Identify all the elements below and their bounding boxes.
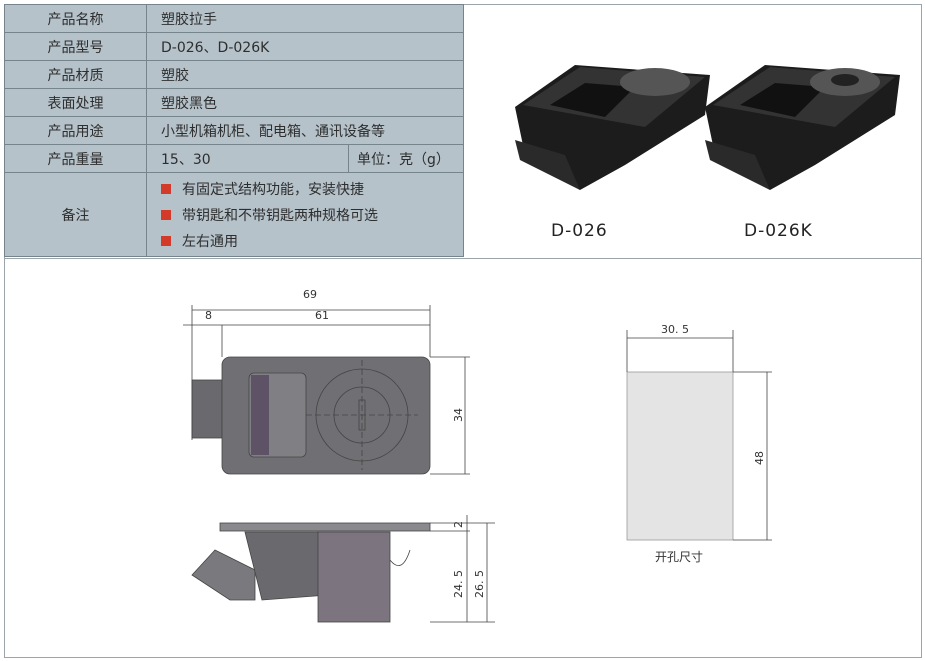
dim-total-depth: 26. 5 bbox=[473, 570, 486, 598]
cutout-caption: 开孔尺寸 bbox=[655, 550, 703, 564]
dim-body: 61 bbox=[315, 309, 329, 322]
spec-key: 产品重量 bbox=[4, 144, 147, 173]
flange-shape bbox=[191, 379, 223, 439]
spec-key: 产品材质 bbox=[4, 60, 147, 89]
dim-depth: 24. 5 bbox=[452, 570, 465, 598]
dim-plate: 2 bbox=[452, 521, 465, 528]
note-text: 有固定式结构功能，安装快捷 bbox=[182, 181, 364, 198]
table-row: 产品材质塑胶 bbox=[4, 60, 464, 89]
spec-key: 产品用途 bbox=[4, 116, 147, 145]
cutout-shape bbox=[626, 371, 734, 541]
spec-value: 塑胶拉手 bbox=[146, 4, 464, 33]
spec-value: 塑胶 bbox=[146, 60, 464, 89]
table-row: 产品用途小型机箱机柜、配电箱、通讯设备等 bbox=[4, 116, 464, 145]
note-text: 左右通用 bbox=[182, 233, 238, 250]
dim-flange: 8 bbox=[205, 309, 212, 322]
product-image-d026k bbox=[705, 65, 900, 190]
note-text: 带钥匙和不带钥匙两种规格可选 bbox=[182, 207, 378, 224]
product-image-d026 bbox=[515, 65, 710, 190]
divider bbox=[4, 258, 922, 259]
bullet-icon bbox=[161, 183, 171, 194]
product-photos bbox=[515, 65, 900, 190]
dim-height: 34 bbox=[452, 408, 465, 422]
spec-value: D-026、D-026K bbox=[146, 32, 464, 61]
spec-key: 产品型号 bbox=[4, 32, 147, 61]
table-row: 备注 有固定式结构功能，安装快捷 带钥匙和不带钥匙两种规格可选 左右通用 bbox=[4, 172, 464, 257]
product-label: D-026K bbox=[744, 221, 813, 241]
bullet-icon bbox=[161, 209, 171, 220]
note-item: 带钥匙和不带钥匙两种规格可选 bbox=[161, 202, 449, 228]
cutout-height: 48 bbox=[753, 451, 766, 465]
table-row: 表面处理塑胶黑色 bbox=[4, 88, 464, 117]
note-item: 左右通用 bbox=[161, 228, 449, 254]
table-row: 产品名称塑胶拉手 bbox=[4, 4, 464, 33]
notes-cell: 有固定式结构功能，安装快捷 带钥匙和不带钥匙两种规格可选 左右通用 bbox=[146, 172, 464, 257]
spec-key: 备注 bbox=[4, 172, 147, 257]
spec-key: 产品名称 bbox=[4, 4, 147, 33]
dim-overall: 69 bbox=[303, 288, 317, 301]
spec-value: 15、30 bbox=[146, 144, 349, 173]
product-label: D-026 bbox=[551, 221, 608, 241]
cutout-width: 30. 5 bbox=[661, 323, 689, 336]
spec-value: 塑胶黑色 bbox=[146, 88, 464, 117]
note-item: 有固定式结构功能，安装快捷 bbox=[161, 176, 449, 202]
technical-drawing: 69 8 61 34 2 24. 5 26. 5 30. 5 48 开孔尺寸 bbox=[183, 288, 772, 623]
spec-value: 小型机箱机柜、配电箱、通讯设备等 bbox=[146, 116, 464, 145]
spec-unit: 单位：克（g） bbox=[348, 144, 464, 173]
bullet-icon bbox=[161, 235, 171, 246]
spec-key: 表面处理 bbox=[4, 88, 147, 117]
